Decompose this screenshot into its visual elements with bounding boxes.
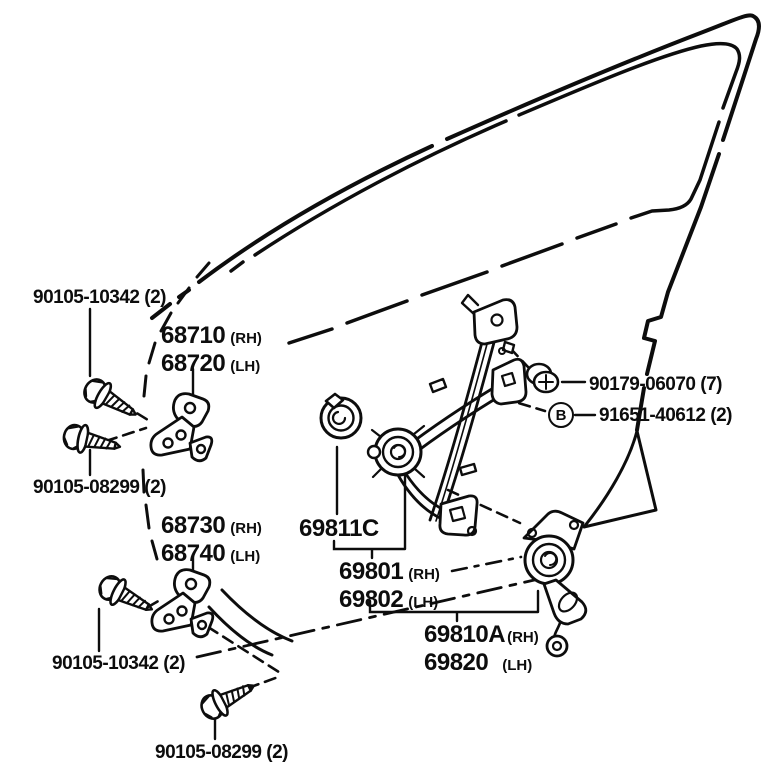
part-label-bolt-10342-bottom: 90105-10342 (2) <box>52 653 186 674</box>
upper-hinge-drawing <box>149 392 214 463</box>
bolt-drawing-top-2 <box>60 419 125 462</box>
part-label-grommet-69811c: 69811C <box>299 515 379 543</box>
window-frame-inner <box>229 41 742 345</box>
part-number: 69820 <box>424 649 489 676</box>
part-label-motor: 69810A(RH) 69820 (LH) <box>424 621 539 677</box>
part-label-nut-90179: 90179-06070 (7) <box>589 374 723 395</box>
side-tag: (LH) <box>502 657 533 674</box>
door-front-edge <box>141 261 211 561</box>
part-label-hinge-lower: 68730(RH) 68740(LH) <box>161 512 262 568</box>
nut-drawing <box>525 362 560 394</box>
door-corner-arcs <box>207 588 294 657</box>
break-triangle <box>582 429 658 529</box>
door-bottom-line <box>195 576 545 659</box>
side-tag: (RH) <box>507 629 539 646</box>
side-tag: (LH) <box>408 594 439 611</box>
part-label-regulator: 69801(RH) 69802(LH) <box>339 558 440 614</box>
part-number: 69811C <box>299 515 379 542</box>
part-number: 69802 <box>339 586 404 613</box>
lower-hinge-drawing <box>150 568 215 639</box>
bolt-drawing-bottom-1 <box>93 569 160 624</box>
part-number: 68720 <box>161 350 226 377</box>
part-label-clip-91651: 91651-40612 (2) <box>599 405 733 426</box>
grommet-drawing <box>319 392 363 440</box>
part-label-bolt-08299-left: 90105-08299 (2) <box>33 477 167 498</box>
part-label-bolt-10342-top: 90105-10342 (2) <box>33 287 167 308</box>
leader-lines <box>88 307 597 741</box>
regulator-drawing <box>366 293 528 537</box>
part-number: 69810A <box>424 621 506 648</box>
assembly-dashed-lines <box>104 346 547 690</box>
part-label-bolt-08299-bottom: 90105-08299 (2) <box>155 742 289 763</box>
bolt-drawing-top-1 <box>78 372 145 428</box>
part-number: 69801 <box>339 558 404 585</box>
side-tag: (RH) <box>230 330 262 347</box>
part-number: 68710 <box>161 322 226 349</box>
side-tag: (LH) <box>230 548 261 565</box>
part-number: 68740 <box>161 540 226 567</box>
side-tag: (RH) <box>230 520 262 537</box>
door-outline <box>141 13 761 659</box>
part-number: 68730 <box>161 512 226 539</box>
side-tag: (RH) <box>408 566 440 583</box>
side-tag: (LH) <box>230 358 261 375</box>
bolt-drawing-bottom-2 <box>195 671 262 726</box>
part-label-hinge-upper: 68710(RH) 68720(LH) <box>161 322 262 378</box>
clip-b-symbol: B <box>548 402 574 428</box>
motor-drawing <box>522 509 588 658</box>
